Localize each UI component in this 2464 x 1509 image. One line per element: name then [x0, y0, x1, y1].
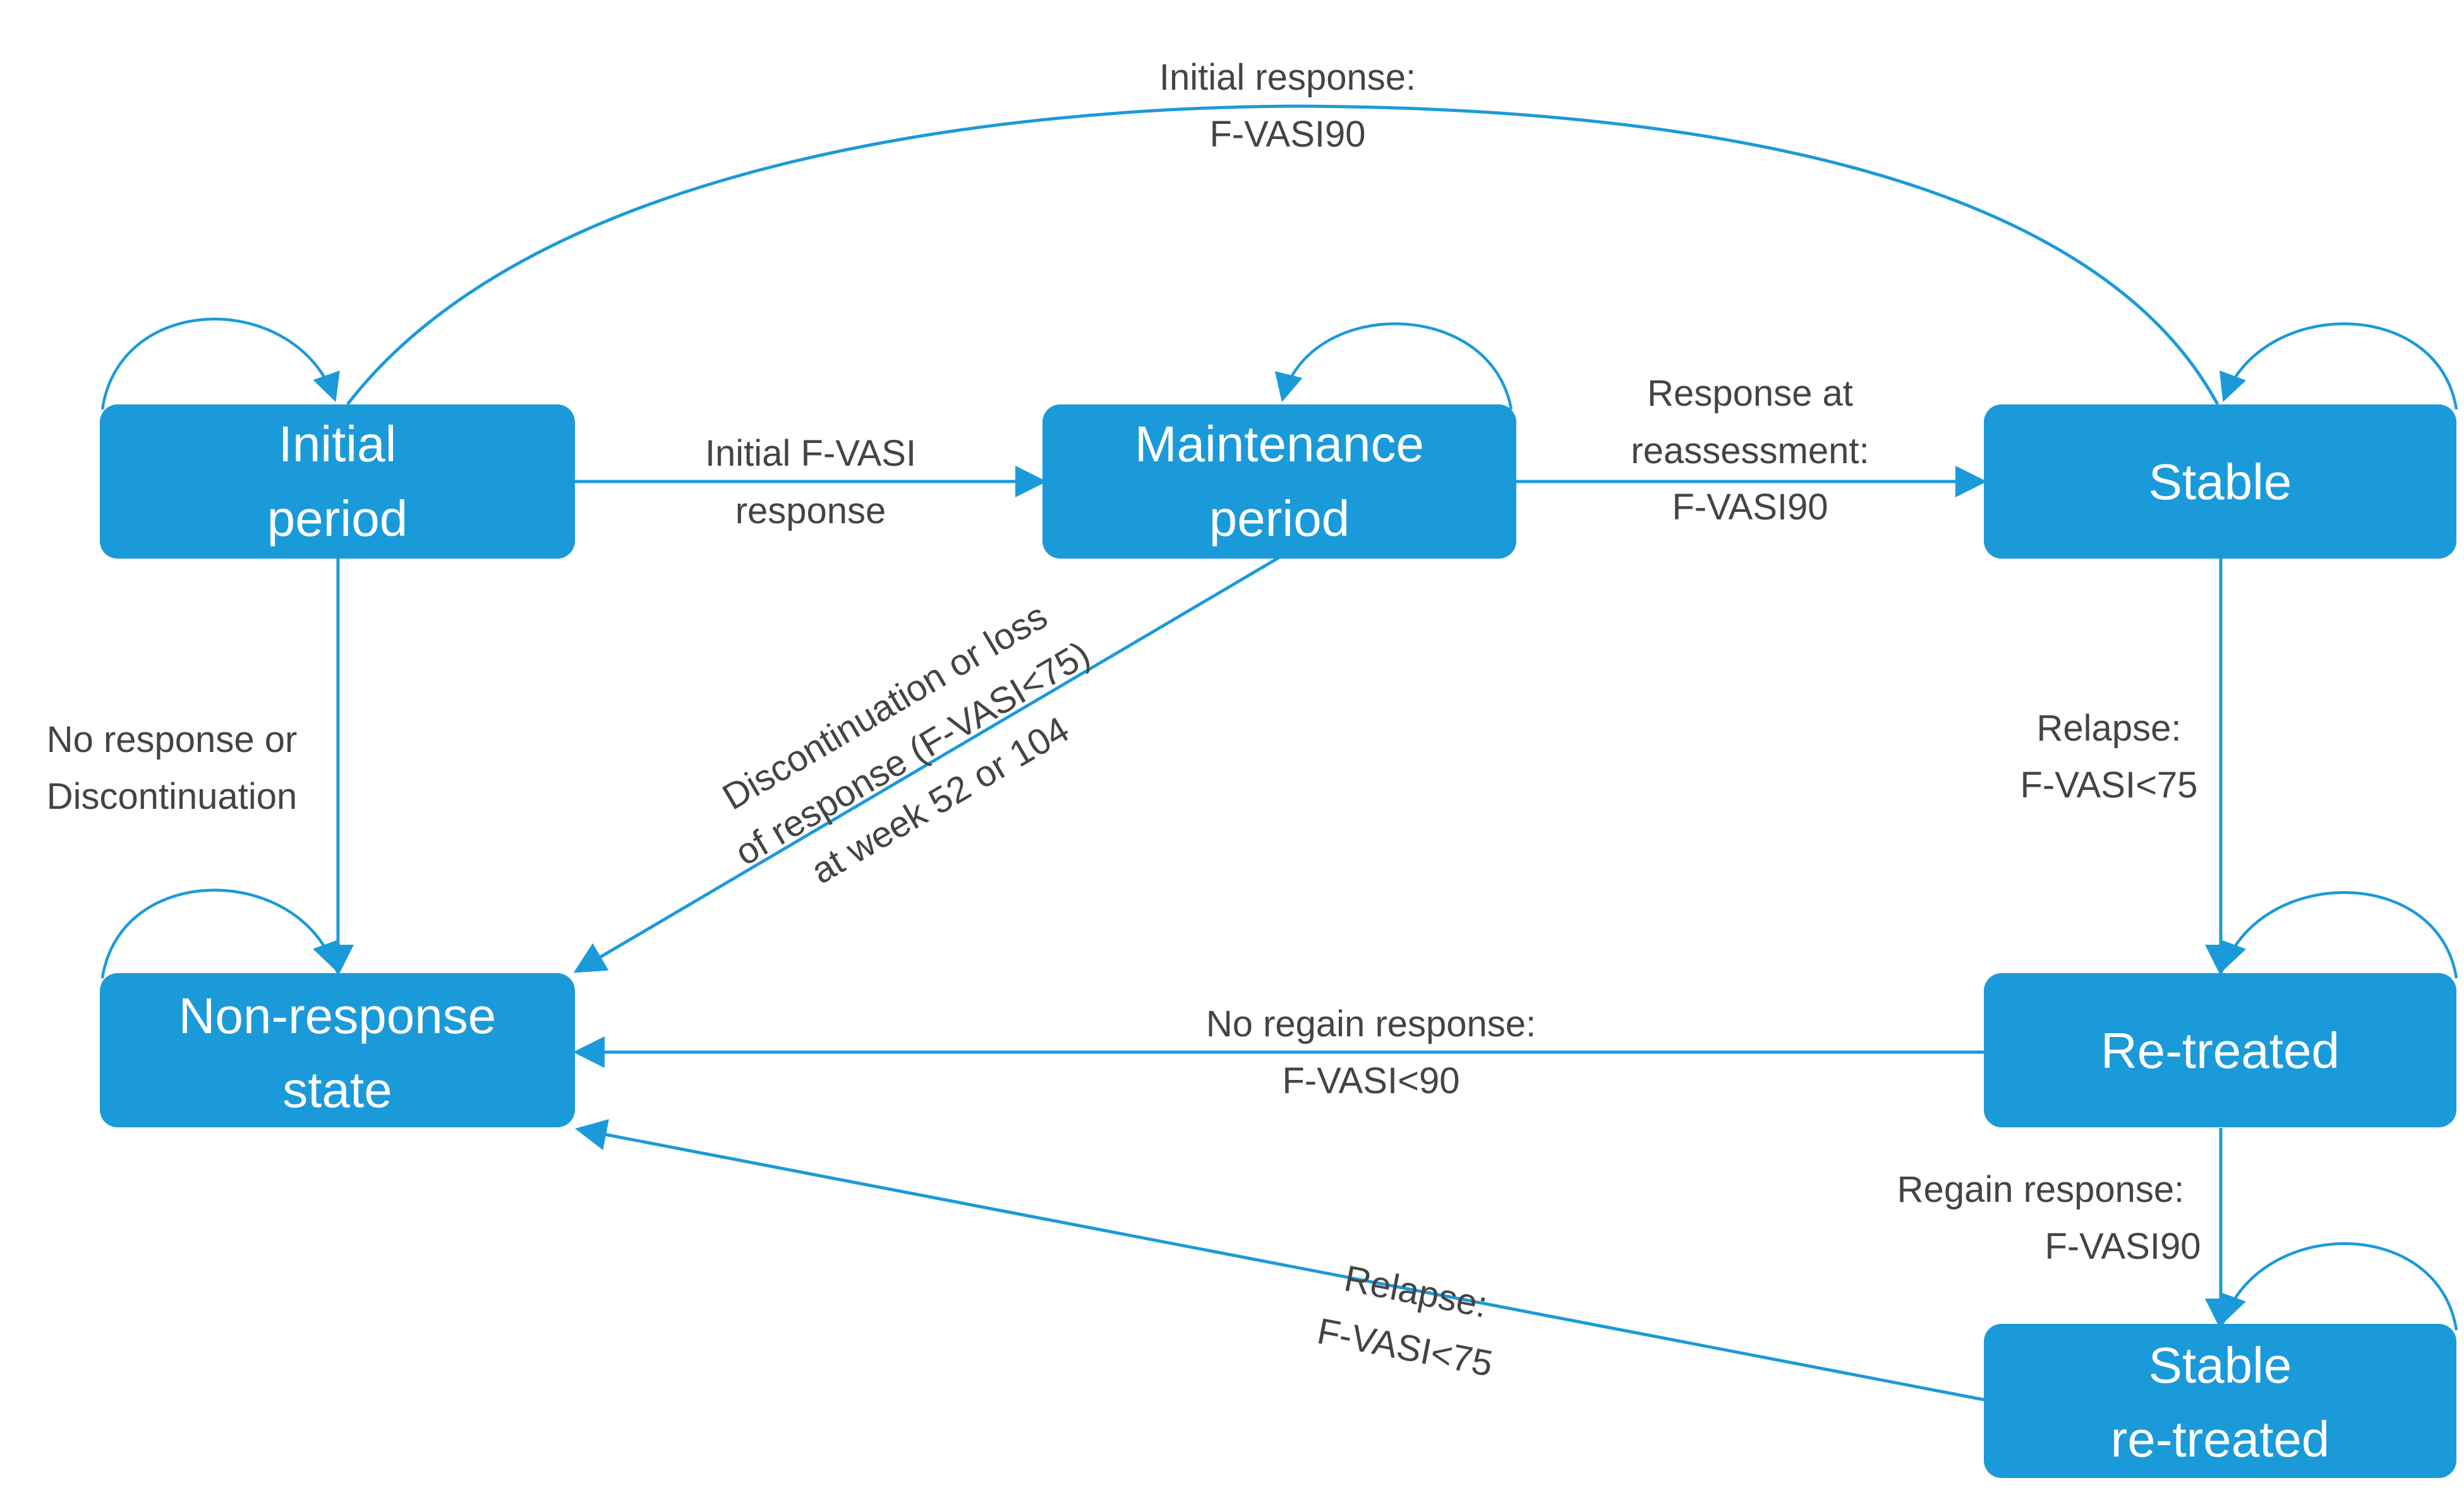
edge-label-line: F-VASI<90 [1283, 1060, 1460, 1101]
label-initial-to-nonresponse: No response or Discontinuation [47, 719, 298, 817]
label-maintenance-to-stable: Response at reassessment: F-VASI90 [1631, 373, 1869, 528]
edge-maintenance-to-nonresponse [573, 555, 1281, 973]
label-initial-to-maintenance: Initial F-VASI response [705, 433, 916, 531]
edge-label-line: F-VASI90 [1672, 487, 1828, 528]
node-label-line: state [282, 1062, 392, 1118]
label-initial-to-stable: Initial response: F-VASI90 [1159, 57, 1416, 155]
edge-label-line: Initial F-VASI [705, 433, 916, 474]
node-stable-re-treated: Stable re-treated [1984, 1324, 2456, 1478]
label-retreated-to-stable-retreated: Regain response: F-VASI90 [1897, 1169, 2201, 1267]
edge-label-line: Initial response: [1159, 57, 1416, 98]
edge-label-line: response [735, 490, 886, 531]
node-label-line: Stable [2149, 454, 2292, 510]
edge-label-line: Relapse: [2037, 708, 2182, 749]
node-label-line: re-treated [2111, 1411, 2330, 1467]
node-label-line: Non-response [179, 988, 497, 1044]
node-re-treated: Re-treated [1984, 973, 2456, 1127]
edge-label-line: Response at [1647, 373, 1853, 414]
node-label-line: Re-treated [2101, 1022, 2340, 1079]
node-stable: Stable [1984, 404, 2456, 559]
self-loop-maintenance [1274, 322, 1513, 410]
label-stable-to-retreated: Relapse: F-VASI<75 [2020, 708, 2198, 806]
node-label-line: Stable [2149, 1337, 2292, 1393]
node-label-line: Maintenance [1135, 416, 1424, 472]
node-label-line: Initial [279, 416, 397, 472]
edge-label-line: No regain response: [1206, 1003, 1536, 1045]
edge-label-line: No response or [47, 719, 298, 760]
edge-label-line: F-VASI90 [2044, 1226, 2201, 1267]
node-initial-period: Initial period [100, 404, 575, 559]
node-label-line: period [1209, 490, 1350, 547]
label-retreated-to-nonresponse: No regain response: F-VASI<90 [1206, 1003, 1536, 1101]
self-loop-nonresponse [100, 888, 340, 979]
edge-initial-to-stable [346, 104, 2219, 406]
self-loop-stable [2219, 322, 2458, 410]
node-maintenance-period: Maintenance period [1042, 404, 1516, 559]
label-maintenance-to-nonresponse: Discontinuation or loss of response (F-V… [716, 595, 1097, 892]
label-stable-retreated-to-nonresponse: Relapse: F-VASI<75 [1314, 1258, 1496, 1385]
node-label-line: period [267, 490, 408, 547]
edge-label-line: Regain response: [1897, 1169, 2185, 1210]
self-loop-stable-retreated [2219, 1242, 2458, 1331]
self-loop-initial [100, 317, 340, 410]
edge-label-line: Discontinuation [47, 776, 298, 817]
self-loop-retreated [2219, 891, 2458, 979]
node-non-response-state: Non-response state [100, 973, 575, 1127]
edge-label-line: F-VASI90 [1209, 114, 1365, 155]
edge-label-line: reassessment: [1631, 430, 1869, 471]
edge-stable-retreated-to-nonresponse [575, 1118, 1984, 1402]
edge-label-line: F-VASI<75 [2020, 765, 2198, 806]
edge-label-line: Relapse: [1341, 1258, 1490, 1325]
